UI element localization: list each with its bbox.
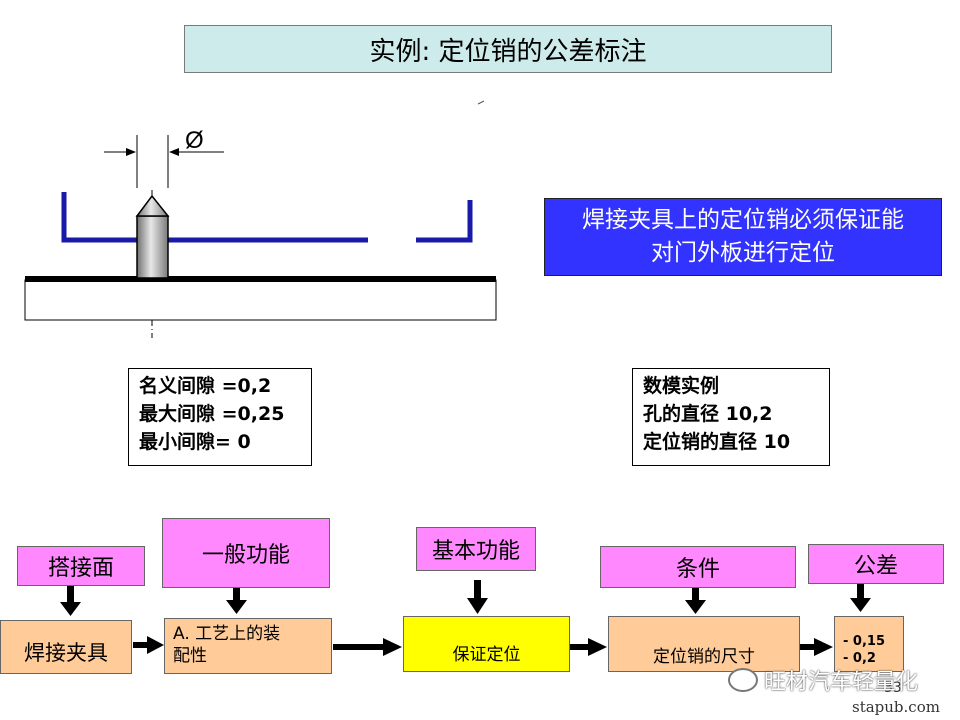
- box-assembly-line1: A. 工艺上的装: [173, 624, 281, 644]
- model-info-box: 数模实例 孔的直径 10,2 定位销的直径 10: [632, 368, 830, 466]
- box-pin-size: 定位销的尺寸: [608, 616, 800, 672]
- label-lap-surface: 搭接面: [17, 546, 145, 586]
- requirement-note-line2: 对门外板进行定位: [651, 240, 835, 266]
- diameter-symbol: Ø: [185, 127, 204, 154]
- door-panel-right: [416, 200, 473, 243]
- box-assembly-line2: 配性: [173, 646, 207, 666]
- requirement-note-line1: 焊接夹具上的定位销必须保证能: [582, 207, 904, 233]
- locating-pin-tip: [135, 194, 170, 217]
- watermark-text: 旺材汽车轻量化: [764, 670, 919, 695]
- locating-pin-body: [136, 215, 169, 279]
- nominal-clearance: 名义间隙 =0,2: [139, 375, 272, 397]
- site-url: stapub.com: [852, 698, 940, 716]
- flow-arrows: [60, 580, 871, 656]
- label-general-function: 一般功能: [162, 518, 330, 588]
- requirement-note: 焊接夹具上的定位销必须保证能 对门外板进行定位: [544, 198, 942, 276]
- max-clearance: 最大间隙 =0,25: [139, 403, 285, 425]
- page-title: 实例: 定位销的公差标注: [184, 25, 832, 73]
- page-number: 33: [884, 680, 902, 696]
- tolerance-upper: - 0,15: [843, 634, 885, 649]
- box-assembly: A. 工艺上的装 配性: [164, 618, 332, 674]
- min-clearance: 最小间隙= 0: [139, 431, 251, 453]
- tolerance-lower: - 0,2: [843, 651, 876, 666]
- box-tolerance-values: - 0,15 - 0,2: [834, 616, 904, 672]
- hole-diameter: 孔的直径 10,2: [643, 403, 773, 425]
- model-example: 数模实例: [643, 375, 720, 397]
- box-ensure-positioning: 保证定位: [403, 616, 570, 672]
- watermark: 旺材汽车轻量化: [728, 664, 918, 696]
- clearance-info-box: 名义间隙 =0,2 最大间隙 =0,25 最小间隙= 0: [128, 368, 312, 466]
- wechat-icon: [728, 668, 758, 692]
- fixture-base: [24, 279, 497, 321]
- label-basic-function: 基本功能: [416, 527, 536, 571]
- box-welding-fixture: 焊接夹具: [0, 620, 132, 674]
- label-condition: 条件: [600, 546, 796, 588]
- door-panel-left: [61, 192, 368, 243]
- label-tolerance: 公差: [808, 544, 944, 584]
- pin-diameter: 定位销的直径 10: [643, 431, 791, 453]
